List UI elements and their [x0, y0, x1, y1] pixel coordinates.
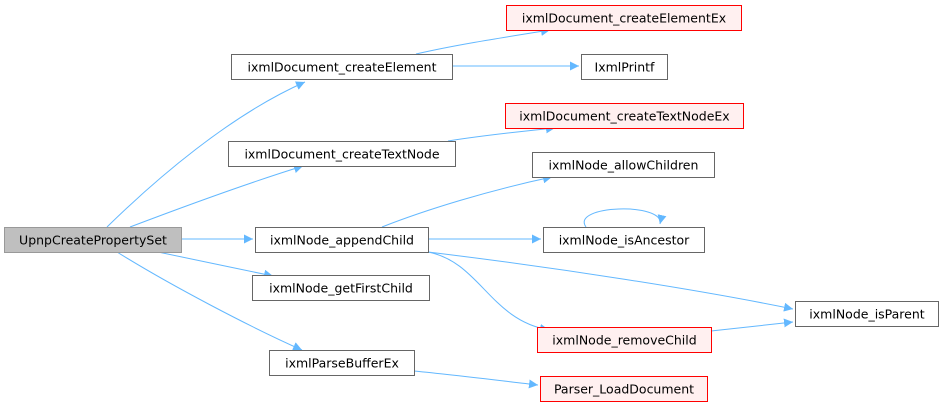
edge-upnp-to-createElement [106, 81, 306, 228]
node-label: ixmlNode_isAncestor [559, 233, 690, 248]
node-createElementEx[interactable]: ixmlDocument_createElementEx [506, 5, 742, 31]
node-label: IxmlPrintf [595, 60, 655, 75]
node-label: ixmlNode_appendChild [270, 233, 414, 248]
edge-appendChild-to-isParent [427, 251, 794, 312]
node-label: ixmlDocument_createTextNodeEx [519, 109, 729, 124]
node-box[interactable] [252, 275, 430, 301]
node-label: UpnpCreatePropertySet [19, 233, 167, 248]
node-box[interactable] [255, 227, 429, 253]
node-box[interactable] [543, 227, 705, 253]
node-label: ixmlDocument_createElementEx [522, 11, 726, 26]
node-allowChildren[interactable]: ixmlNode_allowChildren [532, 152, 715, 178]
node-label: ixmlNode_getFirstChild [269, 281, 413, 296]
node-removeChild[interactable]: ixmlNode_removeChild [537, 327, 712, 353]
node-label: ixmlNode_allowChildren [549, 158, 699, 173]
node-ixmlPrintf[interactable]: IxmlPrintf [581, 54, 668, 80]
node-box[interactable] [537, 327, 712, 353]
node-box[interactable] [581, 54, 668, 80]
node-box[interactable] [228, 141, 456, 167]
node-parseBufferEx[interactable]: ixmlParseBufferEx [269, 350, 415, 376]
edge-parseBufferEx-to-loadDocument [413, 370, 539, 389]
edge-createElement-to-createElementEx [415, 26, 551, 55]
node-isAncestor[interactable]: ixmlNode_isAncestor [543, 227, 705, 253]
edge-appendChild-to-removeChild [427, 251, 550, 333]
node-label: Parser_LoadDocument [554, 382, 694, 397]
nodes-layer: UpnpCreatePropertySet ixmlDocument_create… [4, 5, 939, 402]
node-box[interactable] [4, 227, 182, 253]
edge-isAncestor-to-isAncestor [583, 208, 667, 228]
node-box[interactable] [795, 301, 939, 327]
node-box[interactable] [231, 54, 453, 80]
node-upnp[interactable]: UpnpCreatePropertySet [4, 227, 182, 253]
edges-layer [106, 26, 794, 389]
edge-upnp-to-parseBufferEx [116, 251, 303, 351]
edge-upnp-to-createTextNode [129, 164, 304, 228]
node-createTextNodeEx[interactable]: ixmlDocument_createTextNodeEx [505, 103, 744, 129]
node-isParent[interactable]: ixmlNode_isParent [795, 301, 939, 327]
edge-createTextNode-to-createTextNodeEx [447, 124, 556, 142]
node-getFirstChild[interactable]: ixmlNode_getFirstChild [252, 275, 430, 301]
node-createTextNode[interactable]: ixmlDocument_createTextNode [228, 141, 456, 167]
node-label: ixmlDocument_createElement [248, 60, 437, 75]
node-loadDocument[interactable]: Parser_LoadDocument [540, 376, 708, 402]
node-box[interactable] [506, 5, 742, 31]
node-label: ixmlDocument_createTextNode [244, 147, 439, 162]
edge-removeChild-to-isParent [710, 318, 794, 332]
edge-appendChild-to-allowChildren [381, 174, 553, 228]
node-box[interactable] [269, 350, 415, 376]
node-appendChild[interactable]: ixmlNode_appendChild [255, 227, 429, 253]
node-box[interactable] [540, 376, 708, 402]
node-label: ixmlParseBufferEx [285, 356, 399, 371]
node-box[interactable] [505, 103, 744, 129]
node-createElement[interactable]: ixmlDocument_createElement [231, 54, 453, 80]
node-box[interactable] [532, 152, 715, 178]
edge-upnp-to-getFirstChild [157, 251, 274, 279]
node-label: ixmlNode_isParent [809, 307, 924, 322]
node-label: ixmlNode_removeChild [552, 333, 696, 348]
